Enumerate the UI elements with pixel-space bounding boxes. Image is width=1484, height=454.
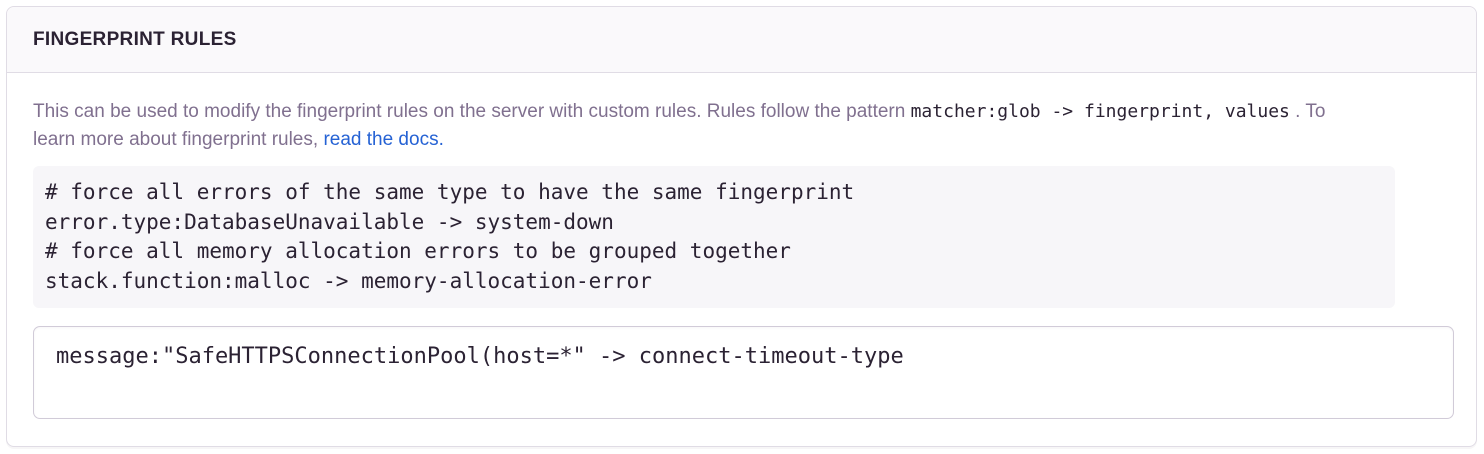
example-code-line: # force all errors of the same type to h…: [45, 180, 855, 204]
fingerprint-rules-input[interactable]: message:"SafeHTTPSConnectionPool(host=*"…: [33, 326, 1454, 419]
read-the-docs-link[interactable]: read the docs.: [323, 129, 444, 150]
description-line-2: learn more about fingerprint rules, read…: [33, 126, 1451, 154]
description-text-tail: . To: [1295, 101, 1326, 122]
panel-body: This can be used to modify the fingerpri…: [7, 73, 1476, 445]
example-code-line: # force all memory allocation errors to …: [45, 239, 791, 263]
example-code-block: # force all errors of the same type to h…: [33, 166, 1395, 308]
description-text-before: This can be used to modify the fingerpri…: [33, 101, 906, 122]
pattern-inline-code: matcher:glob -> fingerprint, values: [910, 101, 1290, 122]
panel-header: FINGERPRINT RULES: [7, 7, 1476, 73]
panel-title: FINGERPRINT RULES: [33, 28, 237, 50]
fingerprint-rules-panel: FINGERPRINT RULES This can be used to mo…: [6, 6, 1477, 447]
description-text-continued: learn more about fingerprint rules,: [33, 129, 319, 150]
example-code-line: error.type:DatabaseUnavailable -> system…: [45, 209, 614, 234]
description-line-1: This can be used to modify the fingerpri…: [33, 98, 1451, 126]
example-code-line: stack.function:malloc -> memory-allocati…: [45, 268, 652, 293]
description: This can be used to modify the fingerpri…: [33, 98, 1451, 154]
